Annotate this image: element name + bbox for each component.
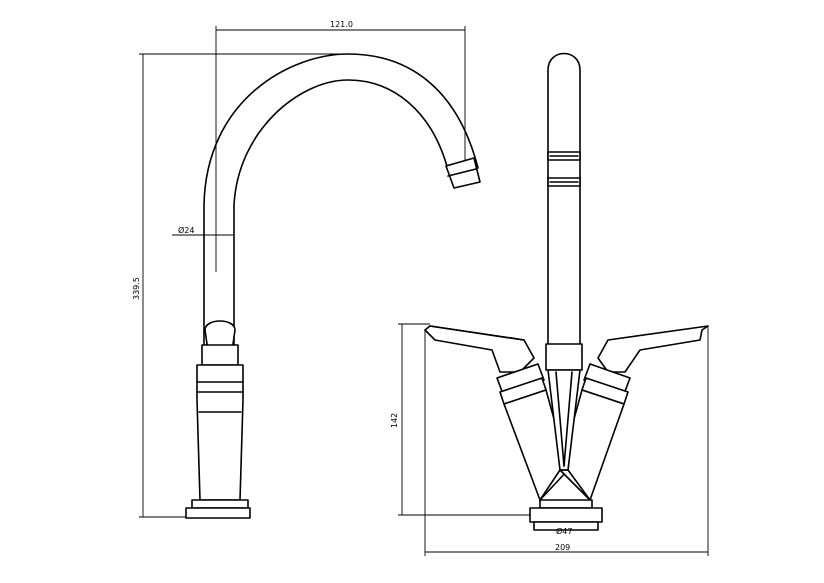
dimension-label-front-width: 209: [555, 543, 570, 552]
dimension-label-front-height: 142: [390, 413, 399, 428]
dimension-label-total-height: 339.5: [132, 277, 141, 300]
front-base: Ø47: [529, 499, 603, 536]
dimension-label-spout-reach: 121.0: [330, 20, 353, 29]
side-lever-handle: [201, 320, 239, 371]
dimension-label-base-diameter: Ø47: [556, 526, 572, 536]
gooseneck-spout: [203, 53, 481, 346]
right-valve: [559, 363, 631, 501]
left-lever-arm: [424, 325, 535, 373]
dimension-total-height: 339.5: [132, 53, 350, 518]
side-view: 121.0 339.5 Ø24: [132, 20, 481, 519]
dimension-spout-reach: 121.0: [215, 20, 466, 272]
dimension-label-spout-diameter: Ø24: [178, 225, 194, 235]
dimension-spout-diameter: Ø24: [172, 225, 233, 236]
dimension-front-height: 142: [390, 323, 530, 516]
right-lever-arm: [597, 325, 709, 373]
front-spout: [547, 52, 581, 347]
front-center-body: [539, 369, 591, 501]
front-view: 142 209: [390, 52, 709, 556]
dimension-front-width: 209: [424, 326, 709, 556]
front-collar: [545, 343, 583, 371]
side-body: [196, 364, 244, 501]
left-valve: [496, 363, 569, 501]
side-base: [185, 499, 251, 519]
